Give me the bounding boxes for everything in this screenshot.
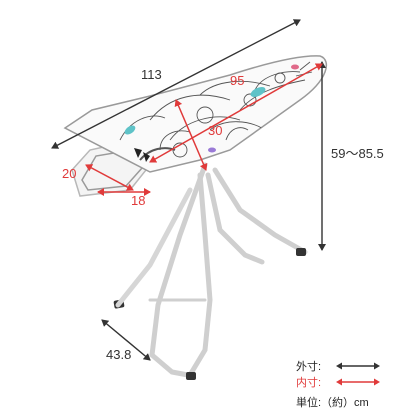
stand-legs [148,162,308,378]
label-rest-depth: 18 [131,193,146,208]
arrow-board-width [174,99,208,171]
label-board-width: 30 [208,123,223,138]
legend-inner-row: 内寸: [296,374,408,390]
accent-leaf-pink [291,64,299,70]
label-rest-width: 20 [62,166,77,181]
label-depth: 43.8 [106,347,132,362]
legend-outer-label: 外寸: [296,361,322,373]
legend-inner-arrow-icon [336,378,380,386]
legend: 外寸: 内寸: 単位:（約）cm [296,358,408,410]
accent-leaf-pink [208,147,216,153]
arrow-depth [101,319,151,361]
legend-outer-arrow-icon [336,362,380,370]
leg-front-left [115,187,193,308]
label-length: 113 [141,67,162,82]
legend-outer-row: 外寸: [296,358,408,374]
arrow-rest-width [85,164,134,191]
legend-inner-label: 内寸: [296,377,322,389]
label-height: 59〜85.5 [331,146,384,161]
unit-label: 単位:（約）cm [296,397,369,409]
label-board-length: 95 [230,73,245,88]
